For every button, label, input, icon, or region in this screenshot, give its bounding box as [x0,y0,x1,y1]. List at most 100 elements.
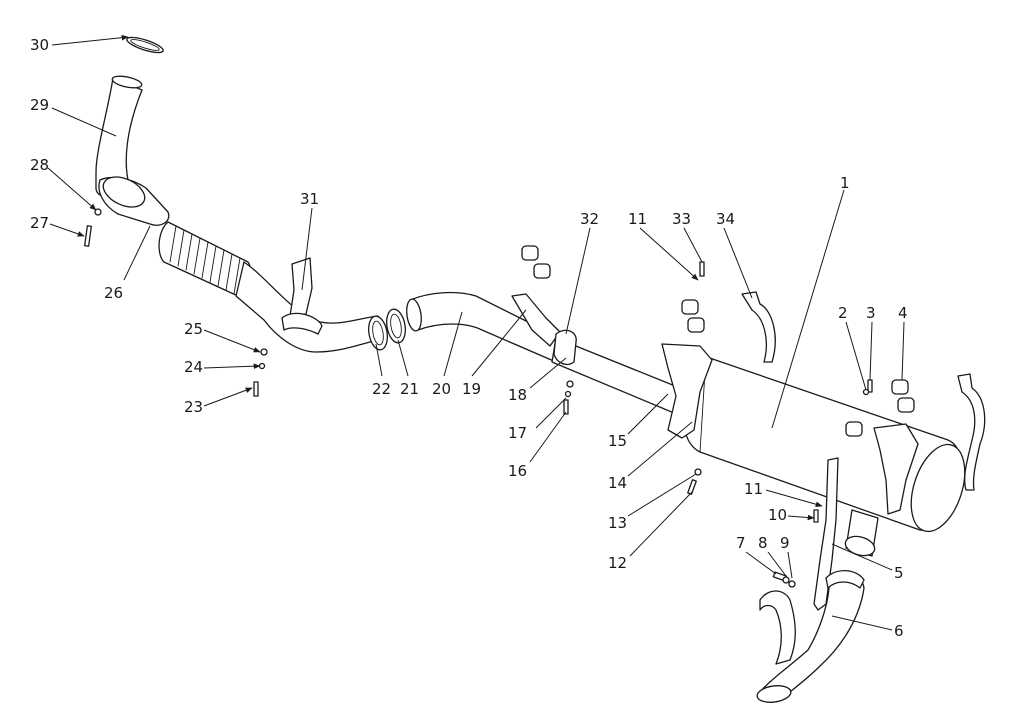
callout-7: 7 [736,534,746,552]
muffler-rear-bracket [873,423,919,515]
leader-2 [845,321,867,391]
bolt-part-16 [563,399,569,415]
callout-labels: 30 29 28 27 26 31 25 24 23 22 21 20 19 3… [30,36,908,640]
clamp-band-31 [281,312,323,335]
callout-18: 18 [508,386,527,404]
gasket-ring-inner [130,39,160,51]
tail-pipe-outlet [756,685,792,703]
isolator-pad-c [681,299,699,315]
isolator-pad-a [521,245,539,261]
callout-23: 23 [184,398,203,416]
leader-7 [745,551,777,575]
washer-part-24 [258,362,266,370]
clamp-part-32 [553,329,577,366]
leader-25 [203,329,261,353]
isolator-pad-muffler-top [845,421,863,437]
leader-9 [787,551,793,579]
callout-17: 17 [508,424,527,442]
tail-pipe-part-6 [759,572,865,701]
leader-19 [471,309,527,377]
callout-4: 4 [898,304,908,322]
callout-11-upper: 11 [628,210,647,228]
bellows-ribs [169,225,241,295]
muffler-front-bracket [661,343,713,439]
leader-8 [767,551,787,577]
gasket-ring-part-30 [126,36,164,54]
leader-17 [535,397,567,429]
leader-15 [627,393,669,435]
support-strap-part-5 [813,457,839,611]
nut-part-25 [260,348,268,356]
leader-16 [529,411,567,463]
leader-1 [771,189,845,429]
parts-layer [83,36,986,703]
ring-22-inner [372,320,384,346]
leader-13 [627,473,697,517]
callout-19: 19 [462,380,481,398]
leader-21 [397,339,409,377]
callout-12: 12 [608,554,627,572]
callout-2: 2 [838,304,848,322]
callout-34: 34 [716,210,735,228]
flange-26 [102,176,146,208]
leader-29 [51,107,117,137]
leader-lines [47,34,905,631]
washer-part-8 [782,576,790,584]
callout-24: 24 [184,358,203,376]
leader-12 [629,491,693,557]
leader-14 [627,421,693,477]
leader-27 [49,223,85,237]
bolt-part-12 [687,479,697,495]
leader-24 [203,363,261,370]
leader-31 [301,207,313,291]
callout-28: 28 [30,156,49,174]
callout-11-lower: 11 [744,480,763,498]
nut-part-13 [694,468,702,476]
bracket-part-31 [289,257,313,317]
bolt-part-3 [867,379,873,393]
callout-3: 3 [866,304,876,322]
leader-34 [723,227,753,299]
pipe-29-flange [111,75,143,89]
leader-28 [47,167,97,211]
callout-6: 6 [894,622,904,640]
leader-3 [869,321,873,381]
callout-1: 1 [840,174,850,192]
bolt-part-10 [813,509,819,523]
callout-22: 22 [372,380,391,398]
callout-33: 33 [672,210,691,228]
isolator-pad-part-4-a [891,379,909,395]
leader-23 [203,387,253,407]
leader-6 [831,615,893,631]
callout-15: 15 [608,432,627,450]
callout-30: 30 [30,36,49,54]
ring-21-inner [390,313,402,339]
callout-8: 8 [758,534,768,552]
tail-pipe-clamp [825,570,865,589]
nut-part-18 [566,380,574,388]
bolt-part-33 [699,261,705,277]
leader-26 [123,225,151,281]
callout-25: 25 [184,320,203,338]
muffler-end-cap [910,443,966,533]
nut-part-28 [94,208,102,216]
bolt-part-27 [83,225,93,247]
tail-pipe-bend [759,590,796,665]
callout-13: 13 [608,514,627,532]
callout-14: 14 [608,474,627,492]
leader-22 [375,343,383,377]
leader-11-lower [765,489,823,507]
leader-5 [831,543,893,571]
leader-33 [683,227,703,263]
leader-4 [901,321,905,381]
pipe-20-end [406,298,422,332]
leader-30 [51,34,129,46]
callout-31: 31 [300,190,319,208]
leader-32 [565,227,591,335]
leader-10 [787,514,815,521]
leader-20 [443,311,463,377]
callout-21: 21 [400,380,419,398]
callout-16: 16 [508,462,527,480]
leader-18 [529,357,567,389]
